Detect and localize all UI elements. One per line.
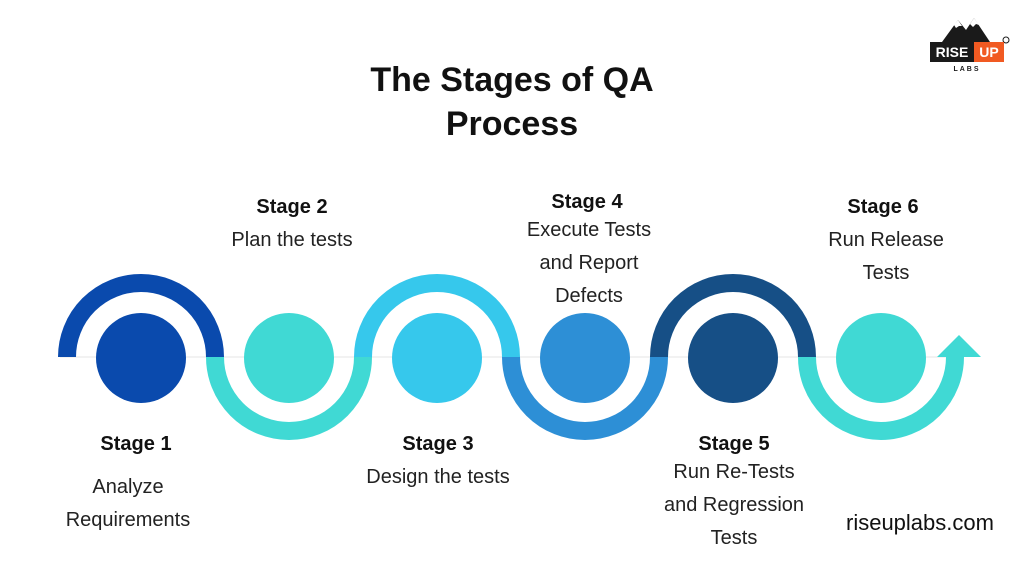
stage-2-description: Plan the tests (231, 229, 353, 251)
stage-1-label: Stage 1 (100, 433, 172, 455)
title-line-1: The Stages of QA (370, 61, 654, 99)
stage-4-label: Stage 4 (551, 191, 623, 213)
stage-6-arc (798, 356, 964, 440)
stage-1-circle (96, 313, 186, 403)
stage-3-description: Design the tests (366, 466, 510, 488)
stage-5-label: Stage 5 (698, 433, 770, 455)
logo-text-up: UP (979, 44, 998, 60)
stage-6-circle (836, 313, 926, 403)
stage-1-arc (58, 274, 224, 358)
stage-3-arc (354, 274, 520, 358)
logo-orange-block (974, 42, 1004, 62)
stage-2-label: Stage 2 (256, 196, 328, 218)
stage-3-label: Stage 3 (402, 433, 474, 455)
stage-6-label: Stage 6 (847, 196, 919, 218)
stage-5-circle (688, 313, 778, 403)
riseup-labs-logo: RISE UP LABS (928, 14, 1012, 74)
title-line-2: Process (445, 105, 579, 143)
stage-5-arc (650, 274, 816, 358)
stage-5-description: Run Re-Tests and Regression Tests (663, 461, 805, 549)
stage-2-circle (244, 313, 334, 403)
logo-text-rise: RISE (936, 44, 969, 60)
logo-text-labs: LABS (953, 66, 980, 73)
stage-6-description: Run Release Tests (828, 229, 944, 284)
stage-3-circle (392, 313, 482, 403)
page-title: The Stages of QA Process (262, 58, 762, 146)
stage-4-arc (502, 356, 668, 440)
stage-4-circle (540, 313, 630, 403)
stage-2-arc (206, 356, 372, 440)
stage-1-description: Analyze Requirements (65, 476, 191, 531)
website-url: riseuplabs.com (846, 510, 994, 535)
arrow-head-icon (937, 335, 981, 357)
stage-4-description: Execute Tests and Report Defects (526, 219, 652, 307)
